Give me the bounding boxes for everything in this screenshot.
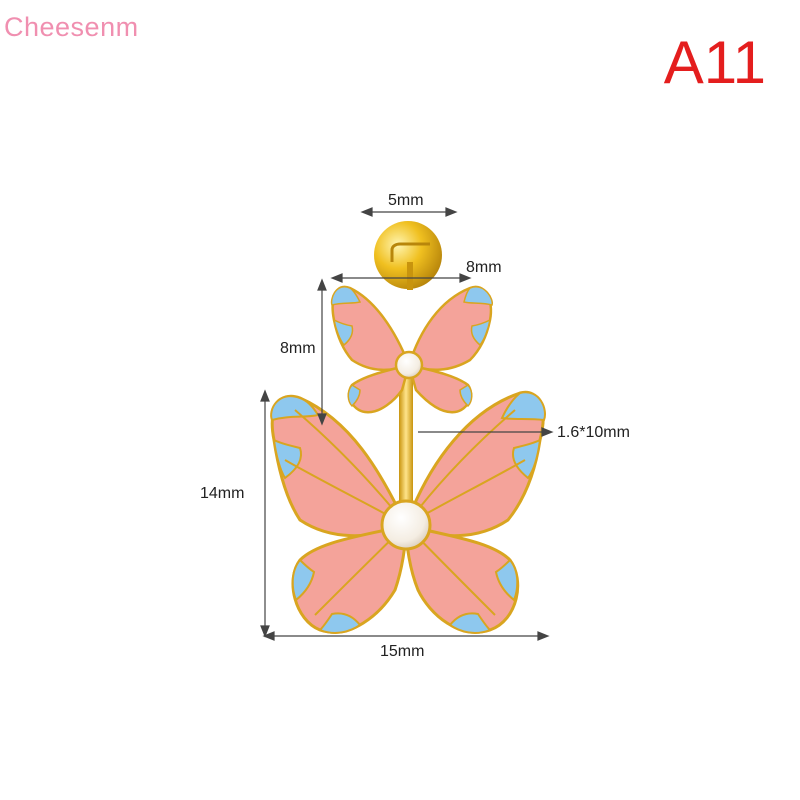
large-butterfly-height-label: 14mm <box>200 485 245 502</box>
product-code: A11 <box>663 29 766 96</box>
large-pearl <box>380 499 432 551</box>
bar-size-label: 1.6*10mm <box>557 424 630 441</box>
brand-logo-text: Cheesenm <box>4 12 139 42</box>
ball-diameter-label: 5mm <box>388 192 424 209</box>
barbell-bar <box>399 375 413 525</box>
top-ball <box>374 221 442 289</box>
small-butterfly-width-label: 8mm <box>466 259 502 276</box>
large-butterfly-width-label: 15mm <box>380 643 425 660</box>
small-pearl <box>394 350 424 380</box>
small-butterfly-height-label: 8mm <box>280 340 316 357</box>
